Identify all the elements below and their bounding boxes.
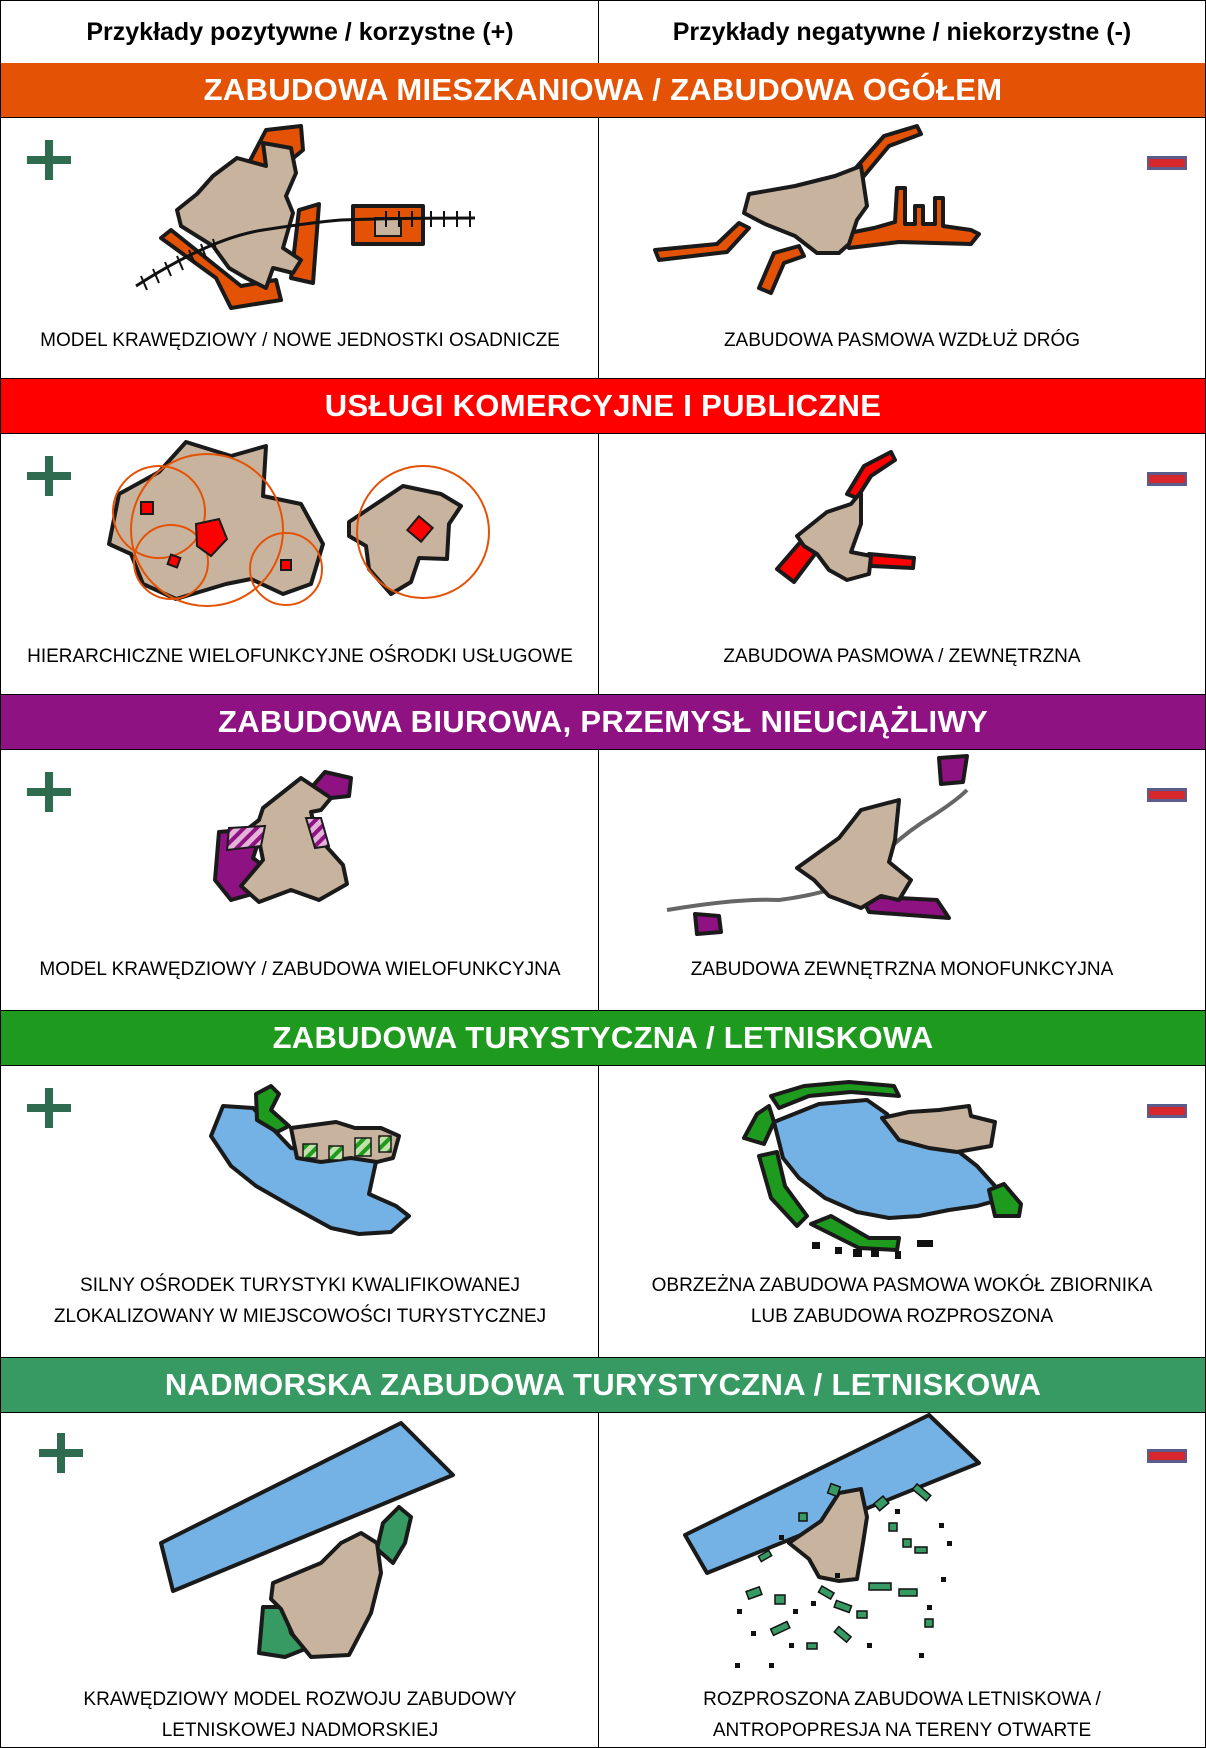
panel-residential-positive: MODEL KRAWĘDZIOWY / NOWE JEDNOSTKI OSADN…	[0, 117, 600, 379]
caption-office-negative: ZABUDOWA ZEWNĘTRZNA MONOFUNKCYJNA	[599, 955, 1205, 984]
header-positive: Przykłady pozytywne / korzystne (+)	[0, 0, 600, 64]
residential-edge-model-diagram	[1, 118, 601, 308]
section-title-coastal: NADMORSKA ZABUDOWA TURYSTYCZNA / LETNISK…	[0, 1358, 1206, 1412]
caption-tourism-negative-1: OBRZEŻNA ZABUDOWA PASMOWA WOKÓŁ ZBIORNIK…	[599, 1271, 1205, 1300]
coastal-dispersed-development-diagram	[599, 1413, 1206, 1673]
panel-coastal-negative: ROZPROSZONA ZABUDOWA LETNISKOWA / ANTROP…	[598, 1412, 1206, 1748]
caption-office-positive: MODEL KRAWĘDZIOWY / ZABUDOWA WIELOFUNKCY…	[1, 955, 599, 984]
section-title-office: ZABUDOWA BIUROWA, PRZEMYSŁ NIEUCIĄŻLIWY	[0, 695, 1206, 749]
lake-ribbon-dispersed-diagram	[599, 1066, 1206, 1286]
caption-services-positive: HIERARCHICZNE WIELOFUNKCYJNE OŚRODKI USŁ…	[1, 642, 599, 671]
caption-tourism-positive-1: SILNY OŚRODEK TURYSTYKI KWALIFIKOWANEJ	[1, 1271, 599, 1300]
panel-residential-negative: ZABUDOWA PASMOWA WZDŁUŻ DRÓG	[598, 117, 1206, 379]
panel-office-positive: MODEL KRAWĘDZIOWY / ZABUDOWA WIELOFUNKCY…	[0, 749, 600, 1011]
caption-coastal-positive-1: KRAWĘDZIOWY MODEL ROZWOJU ZABUDOWY	[1, 1685, 599, 1714]
caption-residential-positive: MODEL KRAWĘDZIOWY / NOWE JEDNOSTKI OSADN…	[1, 326, 599, 355]
office-edge-model-diagram	[1, 750, 601, 950]
header-negative: Przykłady negatywne / niekorzystne (-)	[598, 0, 1206, 64]
caption-coastal-positive-2: LETNISKOWEJ NADMORSKIEJ	[1, 1716, 599, 1745]
section-title-tourism: ZABUDOWA TURYSTYCZNA / LETNISKOWA	[0, 1011, 1206, 1065]
section-title-residential: ZABUDOWA MIESZKANIOWA / ZABUDOWA OGÓŁEM	[0, 63, 1206, 117]
panel-services-negative: ZABUDOWA PASMOWA / ZEWNĘTRZNA	[598, 433, 1206, 695]
caption-tourism-negative-2: LUB ZABUDOWA ROZPROSZONA	[599, 1302, 1205, 1331]
caption-coastal-negative-1: ROZPROSZONA ZABUDOWA LETNISKOWA /	[599, 1685, 1205, 1714]
lake-tourism-center-diagram	[1, 1066, 601, 1286]
caption-services-negative: ZABUDOWA PASMOWA / ZEWNĘTRZNA	[599, 642, 1205, 671]
service-ribbon-external-diagram	[599, 434, 1206, 634]
panel-tourism-positive: SILNY OŚRODEK TURYSTYKI KWALIFIKOWANEJ Z…	[0, 1065, 600, 1358]
section-title-services: USŁUGI KOMERCYJNE I PUBLICZNE	[0, 379, 1206, 433]
caption-residential-negative: ZABUDOWA PASMOWA WZDŁUŻ DRÓG	[599, 326, 1205, 355]
office-external-monofunction-diagram	[599, 750, 1206, 950]
panel-tourism-negative: OBRZEŻNA ZABUDOWA PASMOWA WOKÓŁ ZBIORNIK…	[598, 1065, 1206, 1358]
caption-tourism-positive-2: ZLOKALIZOWANY W MIEJSCOWOŚCI TURYSTYCZNE…	[1, 1302, 599, 1331]
caption-coastal-negative-2: ANTROPOPRESJA NA TERENY OTWARTE	[599, 1716, 1205, 1745]
panel-office-negative: ZABUDOWA ZEWNĘTRZNA MONOFUNKCYJNA	[598, 749, 1206, 1011]
service-centers-hierarchy-diagram	[1, 434, 601, 634]
residential-ribbon-development-diagram	[599, 118, 1206, 308]
coastal-edge-model-diagram	[1, 1413, 601, 1673]
panel-coastal-positive: KRAWĘDZIOWY MODEL ROZWOJU ZABUDOWY LETNI…	[0, 1412, 600, 1748]
panel-services-positive: HIERARCHICZNE WIELOFUNKCYJNE OŚRODKI USŁ…	[0, 433, 600, 695]
